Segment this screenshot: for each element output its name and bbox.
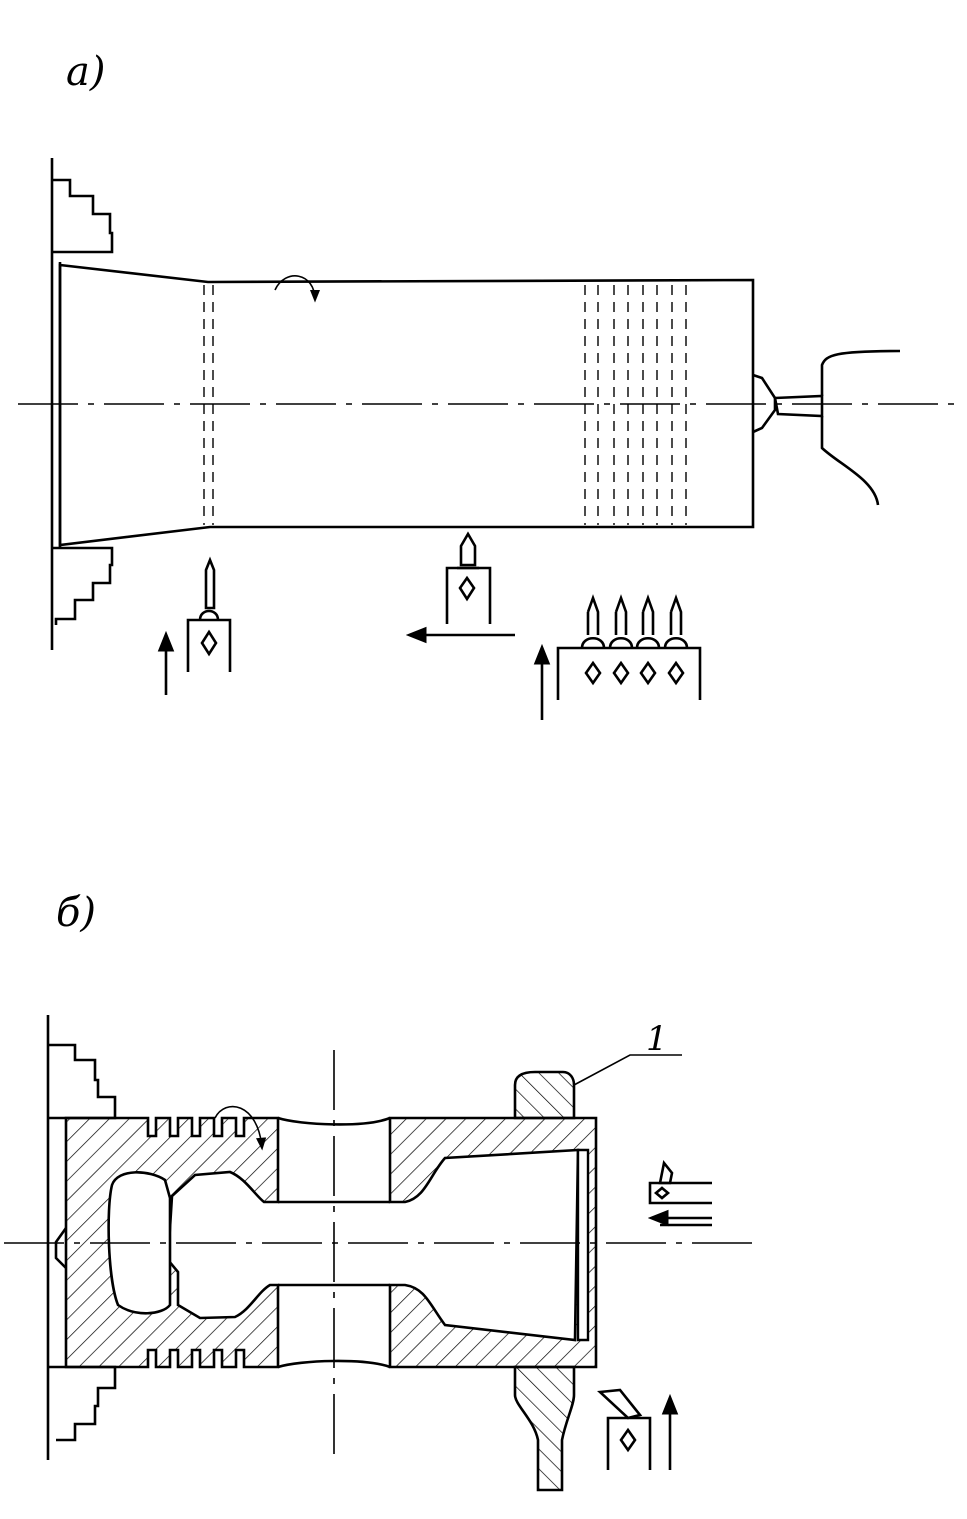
part-number-callout: 1 [646, 1019, 668, 1059]
workpiece-outline-a [58, 263, 755, 547]
parting-tool-left-a [157, 556, 232, 695]
turning-tool-middle-a [405, 531, 515, 644]
center-hole-b [54, 1227, 68, 1269]
steady-rest-b [513, 1365, 576, 1492]
chuck-jaw-upper-b [48, 1043, 117, 1120]
panel-a-drawing [18, 158, 958, 720]
boring-tool-right-b [647, 1160, 712, 1227]
gang-tool-a [533, 594, 702, 720]
tailstock-body-lower-a [820, 416, 880, 506]
tailstock-center-a [773, 394, 824, 418]
panel-b-label: б) [56, 890, 97, 936]
rotation-arrow-b [214, 1105, 267, 1151]
chuck-jaw-upper-a [52, 178, 114, 254]
rotation-arrow-a [274, 275, 321, 303]
neck-bottom-b [277, 1359, 391, 1369]
part-1-leader-line [573, 1054, 682, 1086]
panel-b-drawing [4, 1015, 760, 1492]
section-body-right-b [388, 1116, 598, 1369]
neck-top-b [277, 1116, 391, 1126]
panel-a-label: a) [66, 49, 106, 95]
tailstock-body-upper-a [820, 349, 901, 396]
chuck-jaw-lower-a [52, 546, 114, 625]
groove-right-b [576, 1148, 590, 1342]
facing-tool-bottom-b [597, 1388, 679, 1470]
part-1-clamp-top-b [513, 1070, 576, 1120]
chuck-jaw-lower-b [48, 1365, 117, 1442]
